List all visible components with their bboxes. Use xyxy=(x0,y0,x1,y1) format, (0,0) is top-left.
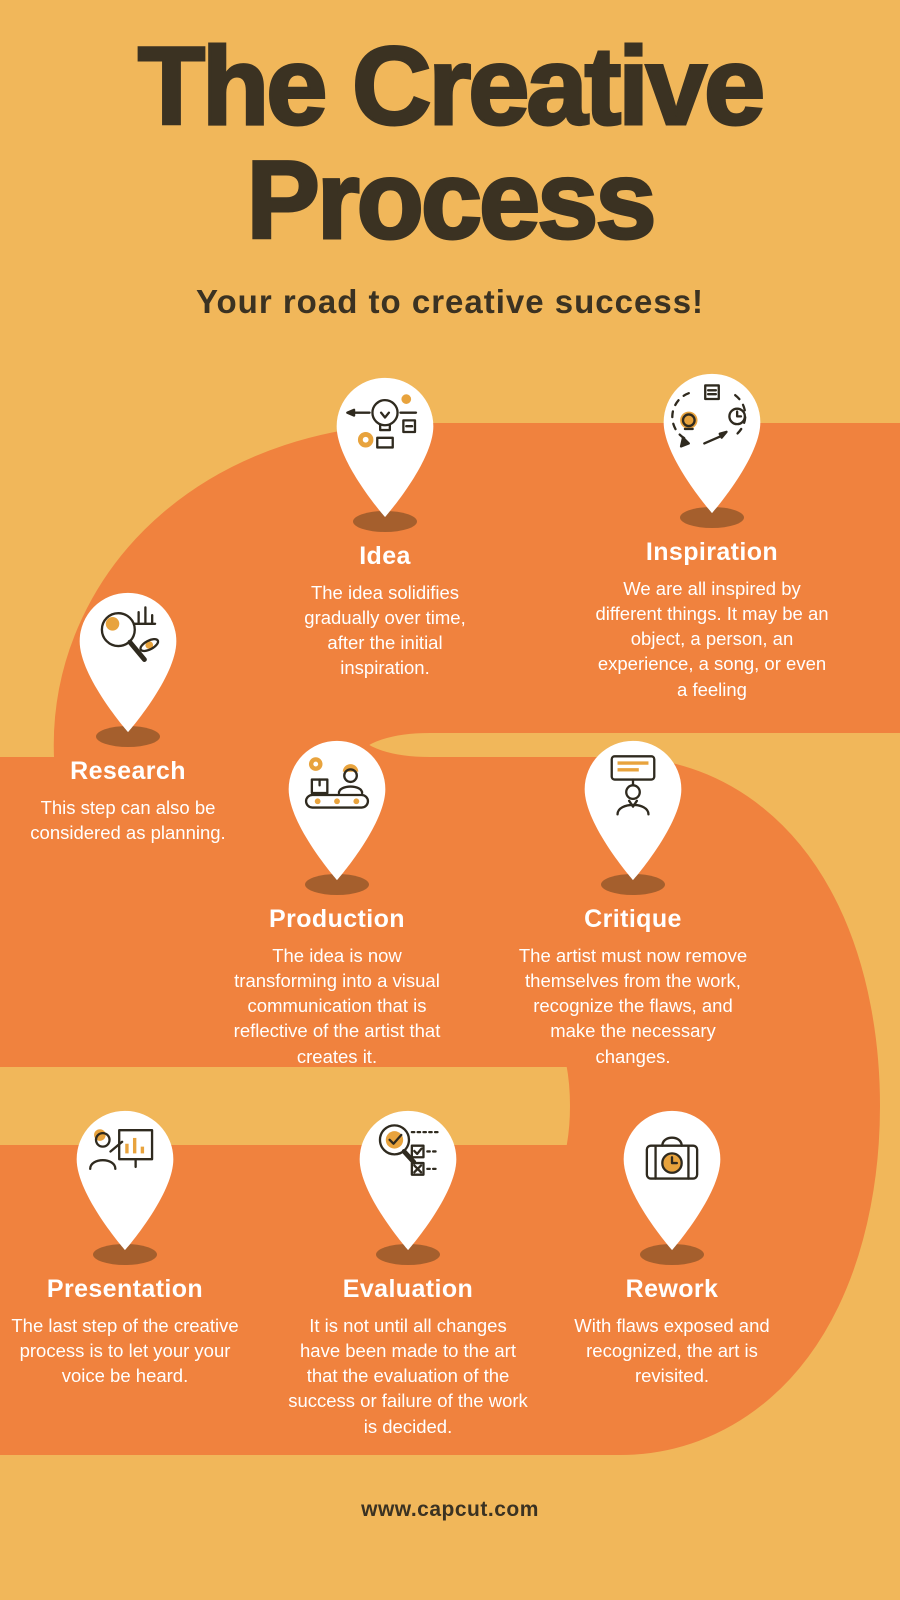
evaluation-pin-marker xyxy=(359,1110,457,1251)
footer-url: www.capcut.com xyxy=(361,1498,539,1521)
inspiration-pin-marker xyxy=(663,373,761,514)
step-title: Production xyxy=(269,905,405,933)
page-subtitle: Your road to creative success! xyxy=(195,282,705,320)
pin-teardrop xyxy=(79,592,177,733)
step-description: The artist must now remove themselves fr… xyxy=(518,945,748,1067)
presentation-pin-marker xyxy=(76,1110,174,1251)
pin-teardrop xyxy=(359,1110,457,1251)
production-conveyor-icon xyxy=(304,757,370,809)
step-description: We are all inspired by different things.… xyxy=(595,578,829,700)
step-title: Critique xyxy=(584,905,682,933)
pin-shadow xyxy=(353,511,417,532)
step-description: It is not until all changes have been ma… xyxy=(288,1315,528,1437)
step-title: Rework xyxy=(625,1275,719,1303)
evaluation-checklist-icon xyxy=(378,1124,441,1176)
step-idea: Idea The idea solidifies gradually over … xyxy=(285,370,485,681)
step-description: This step can also be considered as plan… xyxy=(30,797,226,844)
pin-shadow xyxy=(640,1244,704,1265)
pin-teardrop xyxy=(584,740,682,881)
step-description: The idea solidifies gradually over time,… xyxy=(304,582,466,679)
step-description: The last step of the creative process is… xyxy=(11,1315,239,1387)
rework-toolbox-clock-icon xyxy=(645,1136,699,1180)
step-critique: Critique The artist must now remove them… xyxy=(515,733,751,1069)
research-magnifier-chart-icon xyxy=(100,606,160,662)
step-production: Production The idea is now transforming … xyxy=(227,733,447,1069)
pin-teardrop xyxy=(288,740,386,881)
rework-pin-marker xyxy=(623,1110,721,1251)
pin-shadow xyxy=(680,507,744,528)
step-inspiration: Inspiration We are all inspired by diffe… xyxy=(592,366,832,702)
presentation-board-icon xyxy=(89,1129,154,1171)
critique-pin-marker xyxy=(584,740,682,881)
page-title-line1: The Creative xyxy=(136,25,766,148)
header: The Creative Process Your road to creati… xyxy=(0,25,900,321)
step-evaluation: Evaluation It is not until all changes h… xyxy=(288,1103,528,1439)
pin-shadow xyxy=(305,874,369,895)
page-title-line2: Process xyxy=(245,139,658,263)
pin-shadow xyxy=(96,726,160,747)
idea-bulb-gear-icon xyxy=(346,394,418,449)
step-description: With flaws exposed and recognized, the a… xyxy=(574,1315,770,1387)
step-title: Research xyxy=(70,757,186,785)
pin-teardrop xyxy=(623,1110,721,1251)
step-title: Inspiration xyxy=(645,538,779,566)
inspiration-cycle-icon xyxy=(671,384,747,448)
critique-person-monitor-icon xyxy=(610,755,656,816)
pin-shadow xyxy=(601,874,665,895)
pin-shadow xyxy=(376,1244,440,1265)
idea-pin-marker xyxy=(336,377,434,518)
step-title: Presentation xyxy=(46,1275,204,1303)
step-research: Research This step can also be considere… xyxy=(18,585,238,845)
step-title: Evaluation xyxy=(342,1275,474,1303)
production-pin-marker xyxy=(288,740,386,881)
pin-teardrop xyxy=(76,1110,174,1251)
step-rework: Rework With flaws exposed and recognized… xyxy=(552,1103,792,1388)
step-title: Idea xyxy=(359,542,411,570)
research-pin-marker xyxy=(79,592,177,733)
step-presentation: Presentation The last step of the creati… xyxy=(10,1103,240,1388)
step-description: The idea is now transforming into a visu… xyxy=(233,945,441,1067)
pin-shadow xyxy=(93,1244,157,1265)
